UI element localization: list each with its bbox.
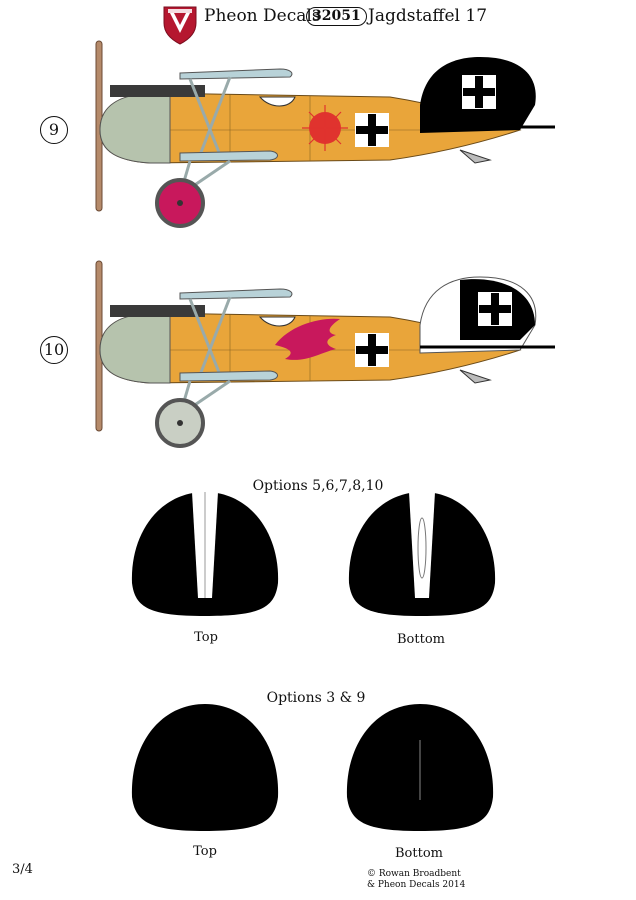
copyright-line-2: & Pheon Decals 2014 [367,880,466,890]
copyright-line-1: © Rowan Broadbent [367,869,461,879]
view-label-bottom-2: Bottom [395,846,443,861]
brand-name: Pheon Decals [204,6,321,26]
view-label-top-2: Top [193,844,217,859]
aircraft-profile-option-10 [95,260,555,448]
product-code: 32051 [306,7,367,26]
view-label-top-1: Top [194,630,218,645]
page-number: 3/4 [12,862,33,877]
tailplane-top-view-1 [131,492,279,616]
option-number-9: 9 [40,116,68,144]
tailplane-bottom-view-1 [348,492,496,616]
aircraft-profile-option-9 [95,40,555,228]
view-label-bottom-1: Bottom [397,632,445,647]
iron-cross-fuselage-10 [355,333,389,367]
tailplane-bottom-view-2 [346,704,494,831]
pheon-shield-logo [163,6,197,45]
red-eagle-emblem [275,318,340,360]
tailplane-top-view-2 [131,704,279,831]
section-title-options-5-10: Options 5,6,7,8,10 [252,478,384,494]
section-title-options-3-9: Options 3 & 9 [266,690,366,706]
iron-cross-fuselage-9 [355,113,389,147]
option-number-10: 10 [40,336,68,364]
page-title: Jagdstaffel 17 [368,6,488,26]
